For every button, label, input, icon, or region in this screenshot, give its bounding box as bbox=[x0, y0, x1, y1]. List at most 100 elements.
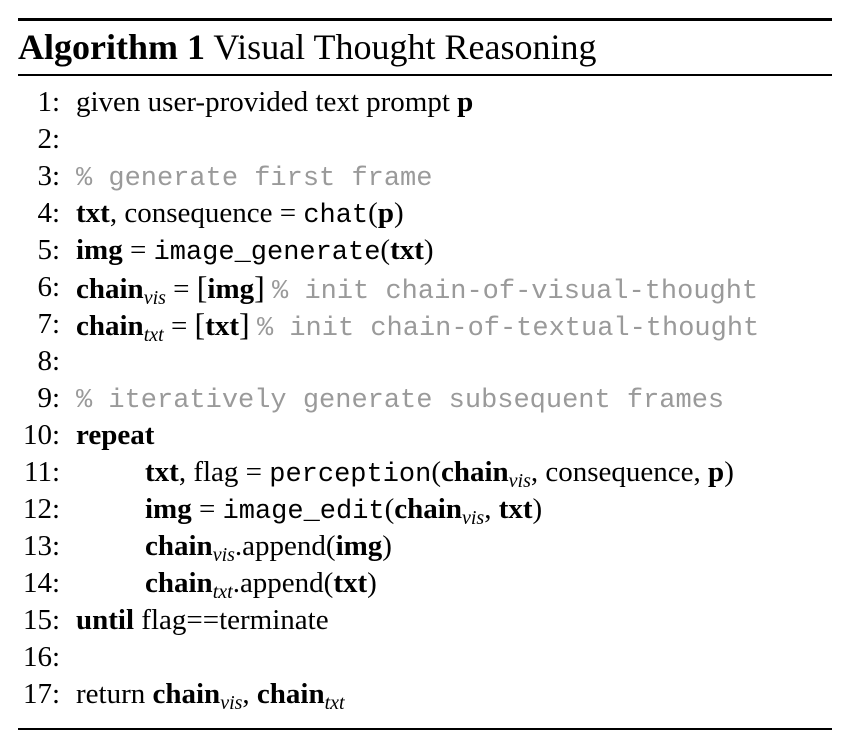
line-number: 1: bbox=[37, 86, 60, 118]
bold-term: chain bbox=[76, 273, 144, 305]
line-content: chainvis = [img] % init chain-of-visual-… bbox=[76, 269, 758, 311]
bold-term: img bbox=[76, 234, 123, 266]
bottom-rule bbox=[18, 728, 832, 730]
bold-term: chain bbox=[256, 678, 325, 710]
line-text: .append( bbox=[234, 530, 336, 562]
line-number: 6: bbox=[37, 271, 60, 303]
subscript: txt bbox=[324, 692, 345, 714]
line-text: ] bbox=[239, 306, 250, 342]
line-content: % generate first frame bbox=[76, 158, 432, 198]
line-content: txt, flag = perception(chainvis, consequ… bbox=[145, 454, 734, 494]
algorithm-line: 16: bbox=[0, 639, 854, 676]
bold-term: txt bbox=[205, 310, 240, 342]
line-text: , consequence = bbox=[109, 197, 304, 229]
line-content: img = image_edit(chainvis, txt) bbox=[145, 491, 542, 531]
line-text: = bbox=[165, 273, 197, 305]
algorithm-line: 7: chaintxt = [txt] % init chain-of-textu… bbox=[0, 306, 854, 345]
line-text: flag==terminate bbox=[134, 604, 329, 636]
bold-term: img bbox=[335, 530, 383, 562]
line-text: , consequence, bbox=[530, 456, 709, 488]
title-rule bbox=[18, 74, 832, 76]
line-content: given user-provided text prompt p bbox=[76, 84, 473, 121]
bold-term: txt bbox=[333, 567, 368, 599]
line-number: 2: bbox=[37, 123, 60, 155]
line-content: return chainvis, chaintxt bbox=[76, 676, 345, 713]
algorithm-line: 8: bbox=[0, 343, 854, 380]
function-name: perception bbox=[269, 460, 432, 490]
line-content: img = image_generate(txt) bbox=[76, 232, 434, 272]
subscript: txt bbox=[143, 324, 164, 346]
line-text: ] bbox=[254, 269, 265, 305]
comment-text: % init chain-of-visual-thought bbox=[272, 277, 759, 307]
bold-term: repeat bbox=[76, 419, 155, 451]
algorithm-line: 13: chainvis.append(img) bbox=[0, 528, 854, 565]
line-content: chaintxt = [txt] % init chain-of-textual… bbox=[76, 306, 759, 348]
subscript: vis bbox=[143, 287, 166, 309]
bold-term: p bbox=[708, 456, 725, 488]
line-text: , flag = bbox=[178, 456, 270, 488]
bold-term: p bbox=[457, 86, 474, 118]
line-text: given user-provided text prompt bbox=[76, 86, 458, 118]
bold-term: chain bbox=[440, 456, 509, 488]
bold-term: txt bbox=[390, 234, 424, 266]
algorithm-line: 5: img = image_generate(txt) bbox=[0, 232, 854, 269]
algorithm-line: 6: chainvis = [img] % init chain-of-visua… bbox=[0, 269, 854, 308]
line-text: ( bbox=[431, 456, 441, 488]
subscript: txt bbox=[212, 581, 233, 603]
bold-term: chain bbox=[145, 567, 213, 599]
algorithm-title: Algorithm 1 Visual Thought Reasoning bbox=[18, 22, 597, 72]
line-number: 11: bbox=[24, 456, 60, 488]
algorithm-line: 12: img = image_edit(chainvis, txt) bbox=[0, 491, 854, 528]
line-number: 4: bbox=[37, 197, 60, 229]
line-text: ( bbox=[380, 234, 391, 266]
line-text bbox=[250, 310, 257, 342]
line-text: ) bbox=[724, 456, 734, 488]
algorithm-line: 14: chaintxt.append(txt) bbox=[0, 565, 854, 602]
line-number: 15: bbox=[22, 604, 60, 636]
line-text bbox=[265, 273, 272, 305]
comment-text: % generate first frame bbox=[76, 164, 433, 194]
line-number: 10: bbox=[22, 419, 60, 451]
line-text: ) bbox=[382, 530, 392, 562]
line-text: ) bbox=[423, 234, 434, 266]
algorithm-line: 4:txt, consequence = chat(p) bbox=[0, 195, 854, 232]
top-rule bbox=[18, 18, 832, 21]
comment-text: % iteratively generate subsequent frames bbox=[76, 386, 725, 416]
algorithm-line: 2: bbox=[0, 121, 854, 158]
line-number: 14: bbox=[22, 567, 60, 599]
algorithm-line: 15: until flag==terminate bbox=[0, 602, 854, 639]
algorithm-line: 17:return chainvis, chaintxt bbox=[0, 676, 854, 713]
bold-term: until bbox=[76, 604, 135, 636]
algorithm-label: Algorithm 1 bbox=[18, 27, 205, 67]
line-number: 7: bbox=[37, 308, 60, 340]
line-number: 13: bbox=[22, 530, 60, 562]
bold-term: chain bbox=[394, 493, 462, 525]
line-number: 12: bbox=[22, 493, 60, 525]
algorithm-line: 9:% iteratively generate subsequent fram… bbox=[0, 380, 854, 417]
line-text: ) bbox=[393, 197, 404, 229]
bold-term: chain bbox=[152, 678, 221, 710]
bold-term: chain bbox=[76, 310, 144, 342]
line-number: 5: bbox=[37, 234, 60, 266]
line-text: [ bbox=[194, 306, 206, 342]
line-number: 3: bbox=[37, 160, 60, 192]
line-number: 8: bbox=[37, 345, 60, 377]
line-content: chaintxt.append(txt) bbox=[145, 565, 377, 602]
line-text: = bbox=[191, 493, 223, 525]
algorithm-line: 11: txt, flag = perception(chainvis, cons… bbox=[0, 454, 854, 491]
algorithm-line: 3: % generate first frame bbox=[0, 158, 854, 195]
subscript: vis bbox=[212, 544, 235, 566]
algorithm-line: 10: repeat bbox=[0, 417, 854, 454]
line-text: ) bbox=[367, 567, 377, 599]
line-content: chainvis.append(img) bbox=[145, 528, 392, 565]
line-text: , bbox=[242, 678, 257, 710]
subscript: vis bbox=[461, 507, 485, 529]
line-number: 16: bbox=[22, 641, 60, 673]
bold-term: txt bbox=[145, 456, 179, 488]
line-text: ( bbox=[384, 493, 395, 525]
line-content: until flag==terminate bbox=[76, 602, 329, 639]
line-text: [ bbox=[196, 269, 208, 305]
bold-term: txt bbox=[498, 493, 533, 525]
bold-term: txt bbox=[76, 197, 110, 229]
